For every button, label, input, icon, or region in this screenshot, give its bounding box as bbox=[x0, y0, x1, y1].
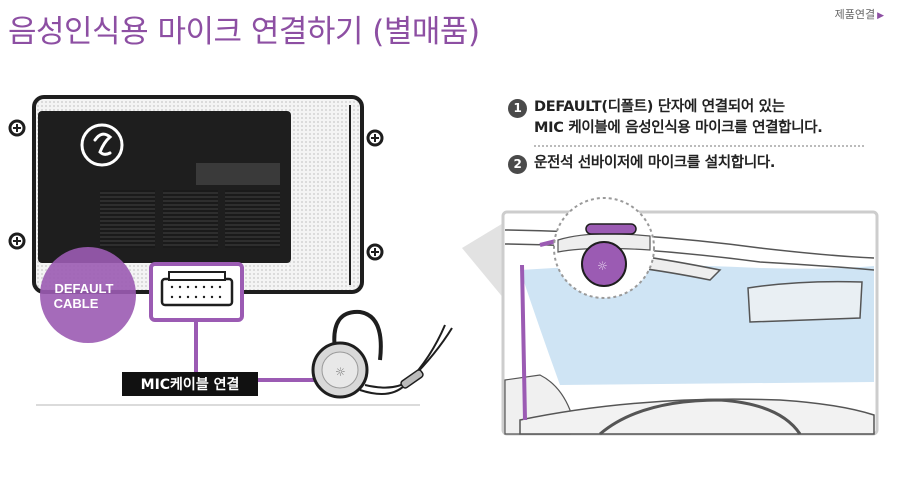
brand-logo-icon bbox=[80, 123, 124, 167]
step-number-2-icon: 2 bbox=[508, 155, 527, 174]
device-label-area bbox=[196, 163, 280, 185]
mic-cable-label-box bbox=[122, 372, 258, 396]
default-connector bbox=[149, 262, 244, 322]
step-1-line2: MIC 케이블에 음성인식용 마이크를 연결합니다. bbox=[534, 120, 823, 136]
device-vent-right bbox=[225, 190, 280, 248]
step-1-line1: DEFAULT(디폴트) 단자에 연결되어 있는 bbox=[534, 99, 785, 115]
car-interior-illustration: ☼ bbox=[501, 197, 879, 436]
svg-text:☼: ☼ bbox=[597, 259, 608, 273]
default-cable-label-line2: CABLE bbox=[54, 296, 99, 311]
product-link-label: 제품연결 bbox=[834, 8, 876, 21]
rearview-mirror bbox=[747, 280, 863, 323]
default-cable-label-line1: DEFAULT bbox=[55, 281, 114, 296]
callout-wedge bbox=[462, 222, 505, 300]
step-1: 1 DEFAULT(디폴트) 단자에 연결되어 있는 MIC 케이블에 음성인식… bbox=[508, 97, 893, 139]
triangle-right-icon: ▶ bbox=[877, 11, 884, 21]
screw-icon-top-left bbox=[8, 119, 26, 137]
mic-cable-label: MIC케이블 연결 bbox=[141, 376, 240, 393]
steering-wheel bbox=[599, 398, 802, 436]
screw-icon-bottom-right bbox=[366, 243, 384, 261]
device-vent-left bbox=[100, 190, 155, 248]
mic-cable-line bbox=[194, 320, 318, 382]
microphone-icon: ☼ bbox=[311, 309, 453, 399]
step-2-line1: 운전석 선바이저에 마이크를 설치합니다. bbox=[534, 155, 776, 171]
svg-text:☼: ☼ bbox=[335, 365, 346, 379]
visor-microphone-icon bbox=[581, 241, 627, 287]
device-vent-middle bbox=[163, 190, 218, 248]
product-link[interactable]: 제품연결▶ bbox=[835, 6, 884, 22]
step-number-1-icon: 1 bbox=[508, 99, 527, 118]
screw-icon-bottom-left bbox=[8, 232, 26, 250]
default-cable-badge bbox=[40, 247, 136, 343]
page-title: 음성인식용 마이크 연결하기 (별매품) bbox=[8, 14, 480, 50]
instruction-steps: 1 DEFAULT(디폴트) 단자에 연결되어 있는 MIC 케이블에 음성인식… bbox=[508, 97, 893, 174]
blackbox-device bbox=[8, 95, 384, 294]
step-2: 2 운전석 선바이저에 마이크를 설치합니다. bbox=[508, 153, 893, 174]
dashboard bbox=[519, 398, 875, 435]
screw-icon-top-right bbox=[366, 129, 384, 147]
step-divider bbox=[534, 145, 864, 147]
